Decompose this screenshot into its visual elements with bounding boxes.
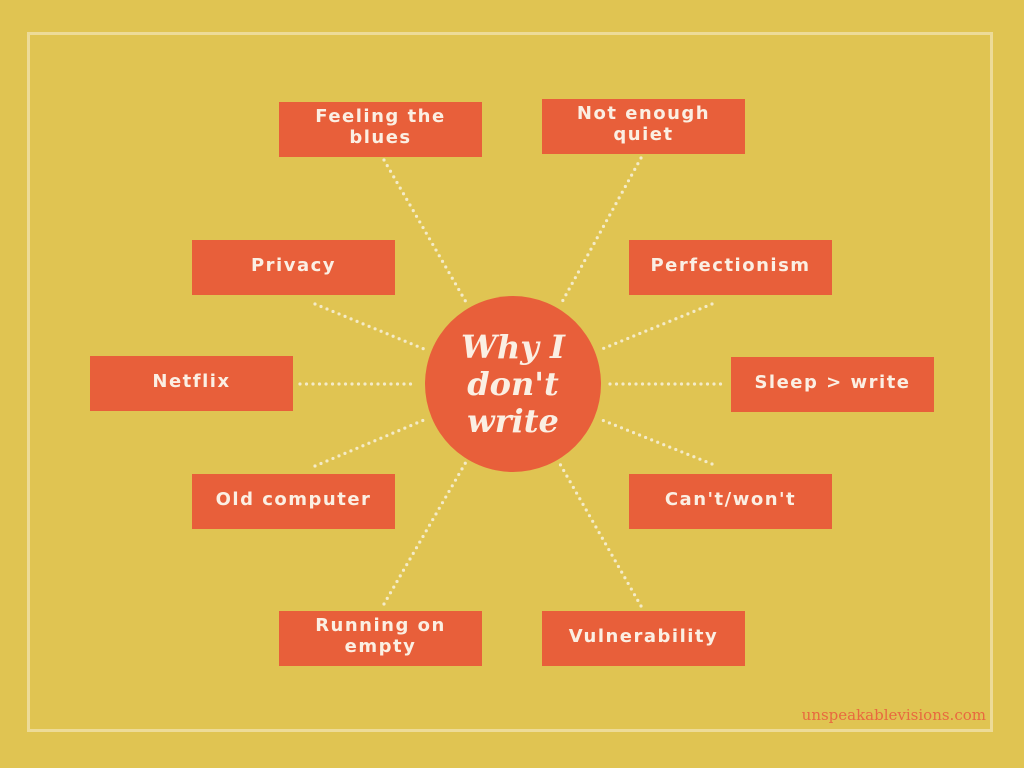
center-circle: Why I don't write	[425, 296, 601, 472]
node-not-enough-quiet: Not enough quiet	[542, 99, 745, 154]
node-label: Feeling the blues	[315, 106, 446, 148]
node-netflix: Netflix	[90, 356, 293, 411]
node-feeling-the-blues: Feeling the blues	[279, 102, 482, 157]
connector-feeling-the-blues	[382, 158, 468, 304]
node-label: Running on empty	[315, 615, 446, 657]
connector-not-enough-quiet	[560, 156, 643, 304]
node-old-computer: Old computer	[192, 474, 395, 529]
node-label: Netflix	[152, 370, 231, 392]
connector-privacy	[313, 302, 426, 351]
node-label: Sleep > write	[754, 371, 911, 393]
node-vulnerability: Vulnerability	[542, 611, 745, 666]
node-label: Perfectionism	[650, 254, 811, 276]
node-running-on-empty: Running on empty	[279, 611, 482, 666]
connector-old-computer	[313, 418, 426, 468]
node-sleep-write: Sleep > write	[731, 357, 934, 412]
connector-perfectionism	[600, 302, 714, 351]
connector-cant-wont	[600, 418, 714, 466]
node-perfectionism: Perfectionism	[629, 240, 832, 295]
watermark: unspeakablevisions.com	[801, 706, 986, 724]
node-label: Privacy	[250, 254, 337, 276]
node-label: Not enough quiet	[576, 103, 711, 145]
node-cant-wont: Can't/won't	[629, 474, 832, 529]
border-frame	[27, 32, 993, 732]
node-label: Vulnerability	[568, 625, 719, 647]
connector-running-on-empty	[382, 460, 468, 606]
connector-vulnerability	[558, 462, 643, 608]
node-label: Can't/won't	[664, 488, 797, 510]
node-privacy: Privacy	[192, 240, 395, 295]
center-title: Why I don't write	[461, 327, 565, 440]
node-label: Old computer	[215, 488, 372, 510]
